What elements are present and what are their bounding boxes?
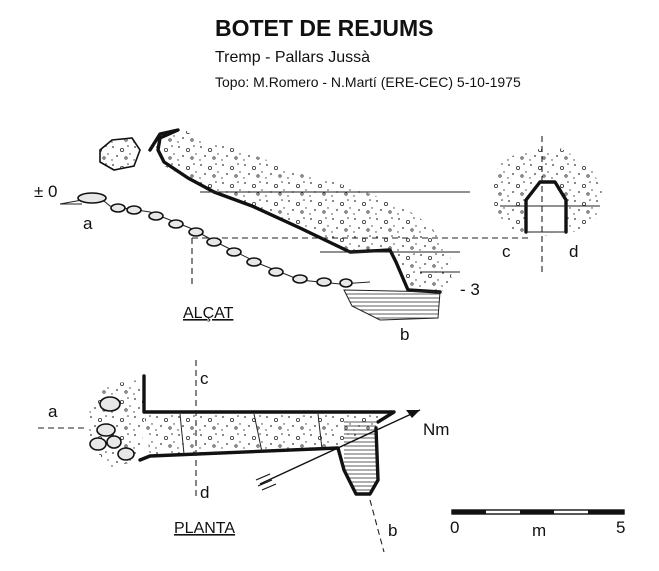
plan-bottom-label: b <box>388 521 397 540</box>
plan-passage-fill <box>144 412 380 456</box>
plan-tick-2 <box>253 413 263 453</box>
datum-label: ± 0 <box>34 182 58 201</box>
plan-view: Nm a c d b PLANTA <box>38 360 449 553</box>
plan-section-top-label: c <box>200 369 209 388</box>
plan-south-wall <box>138 426 380 496</box>
north-arrow-head-icon <box>406 410 420 418</box>
plan-bottom-axis <box>369 499 385 553</box>
north-arrow: Nm <box>255 409 449 491</box>
header: BOTET DE REJUMS Tremp - Pallars Jussà To… <box>215 15 521 90</box>
plan-section-title: PLANTA <box>174 520 235 537</box>
survey-location: Tremp - Pallars Jussà <box>215 49 370 66</box>
north-label: Nm <box>423 420 449 439</box>
scale-start-label: 0 <box>450 518 459 537</box>
plan-tick-3 <box>317 413 323 450</box>
plan-entrance-fill <box>88 380 145 468</box>
scale-unit-label: m <box>532 521 546 540</box>
plan-north-wall <box>142 374 396 424</box>
cross-section-right-label: d <box>569 242 578 261</box>
plan-entrance-rocks <box>89 396 135 461</box>
scale-bar: 0 m 5 <box>450 509 625 540</box>
cross-section-wall <box>524 180 568 234</box>
elevation-depth-label: - 3 <box>460 280 480 299</box>
cross-section-view: c d <box>492 136 602 274</box>
plan-tick-1 <box>179 413 185 455</box>
plan-section-bottom-label: d <box>200 483 209 502</box>
plan-chamber-fill <box>344 420 378 494</box>
elevation-sump <box>343 289 441 321</box>
detached-rock <box>99 137 141 171</box>
elevation-view: ± 0 a - 3 b ALÇAT <box>34 128 530 344</box>
plan-entrance-label: a <box>48 402 58 421</box>
cross-section-left-label: c <box>502 242 511 261</box>
elevation-entrance-label: a <box>83 214 93 233</box>
survey-title: BOTET DE REJUMS <box>215 15 434 41</box>
floor-rocks <box>77 192 353 288</box>
elevation-bottom-label: b <box>400 325 409 344</box>
elevation-section-title: ALÇAT <box>183 305 234 322</box>
elevation-rock-fill <box>150 130 452 292</box>
scale-end-label: 5 <box>616 518 625 537</box>
survey-credits: Topo: M.Romero - N.Martí (ERE-CEC) 5-10-… <box>215 74 521 90</box>
